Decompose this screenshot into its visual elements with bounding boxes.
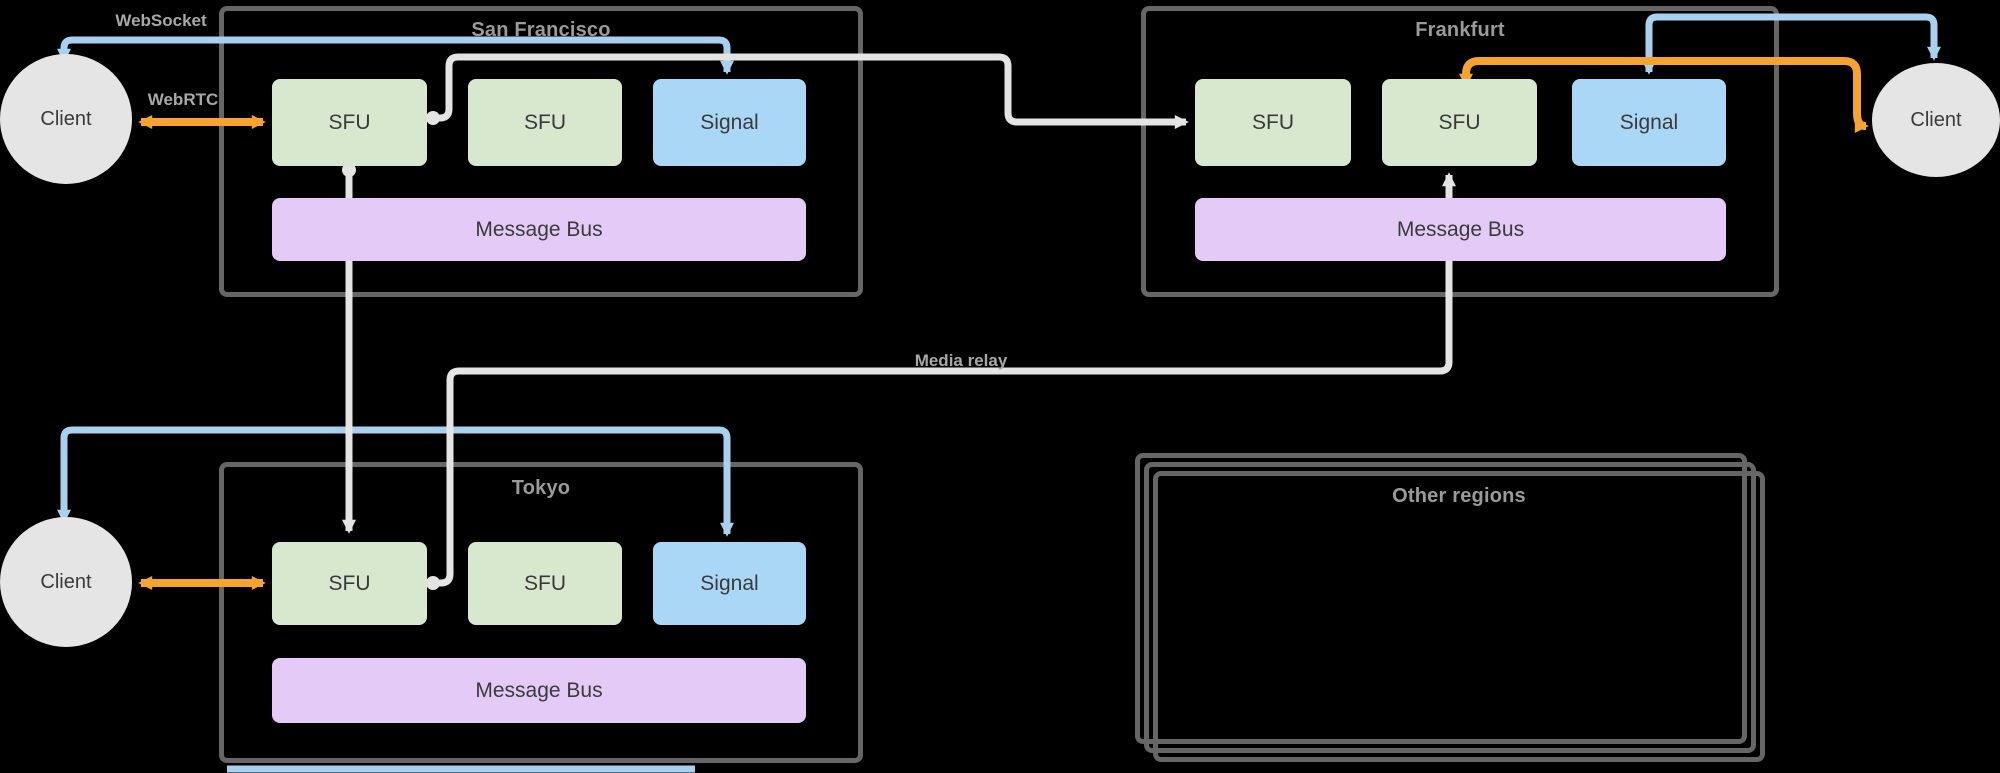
frankfurt-node-sfu-1: SFU: [1195, 79, 1351, 166]
tokyo-sfu-1-label: SFU: [328, 571, 371, 595]
tokyo-signal-label: Signal: [700, 571, 759, 595]
client-sf-label: Client: [40, 107, 92, 130]
sf-sfu-2-label: SFU: [524, 110, 566, 134]
region-title-frankfurt: Frankfurt: [1415, 19, 1505, 41]
tokyo-node-signal: Signal: [653, 542, 806, 625]
client-frankfurt: Client: [1872, 63, 2000, 177]
frankfurt-node-sfu-2: SFU: [1382, 79, 1537, 166]
client-tokyo: Client: [0, 517, 132, 647]
edge-relay-sf-sfu-to-frankfurt-sfu: [433, 53, 1189, 129]
frankfurt-node-message-bus: Message Bus: [1195, 198, 1726, 261]
edge-websocket-client-to-frankfurt-signal: [1642, 13, 1941, 75]
client-frankfurt-label: Client: [1910, 108, 1962, 131]
other-regions-stack-middle: [1144, 462, 1756, 753]
tokyo-node-sfu-1: SFU: [272, 542, 427, 625]
edge-label-webrtc: WebRTC: [147, 90, 219, 109]
other-regions-stack-back: [1135, 453, 1747, 744]
frankfurt-sfu-1-label: SFU: [1252, 110, 1294, 134]
tokyo-node-sfu-2: SFU: [468, 542, 622, 625]
client-san-francisco: Client: [0, 54, 132, 184]
sf-node-sfu-1: SFU: [272, 79, 427, 166]
tokyo-node-message-bus: Message Bus: [272, 658, 806, 723]
region-san-francisco: San Francisco: [219, 6, 863, 297]
other-regions-stack-front: Other regions: [1153, 471, 1765, 762]
sf-node-signal: Signal: [653, 79, 806, 166]
region-title-tokyo: Tokyo: [511, 477, 571, 499]
sf-message-bus-label: Message Bus: [475, 217, 603, 241]
edge-webrtc-client-to-frankfurt-sfu: [1459, 57, 1869, 133]
region-frankfurt: Frankfurt: [1141, 6, 1779, 297]
region-title-other-regions: Other regions: [1392, 485, 1526, 507]
edge-label-websocket: WebSocket: [115, 11, 207, 30]
sf-node-message-bus: Message Bus: [272, 198, 806, 261]
sf-node-sfu-2: SFU: [468, 79, 622, 166]
client-tokyo-label: Client: [40, 570, 92, 593]
frankfurt-signal-label: Signal: [1619, 110, 1679, 134]
tokyo-sfu-2-label: SFU: [524, 571, 566, 595]
frankfurt-sfu-2-label: SFU: [1438, 110, 1481, 134]
relay-origin-dot-sf: [426, 111, 440, 125]
edge-websocket-client-to-tokyo-signal: [57, 426, 734, 537]
tokyo-message-bus-label: Message Bus: [475, 678, 603, 702]
frankfurt-node-signal: Signal: [1572, 79, 1726, 166]
edge-websocket-client-to-sf-signal: [57, 36, 734, 75]
frankfurt-message-bus-label: Message Bus: [1396, 217, 1525, 241]
region-title-san-francisco: San Francisco: [471, 19, 611, 41]
edge-label-media-relay: Media relay: [914, 351, 1008, 370]
edge-relay-tokyo-sfu-to-frankfurt-sfu: [433, 172, 1456, 587]
sf-signal-label: Signal: [700, 110, 759, 134]
region-tokyo: Tokyo: [219, 462, 863, 763]
relay-origin-dot-tokyo: [426, 576, 440, 590]
relay-origin-dot-sf-bottom: [342, 163, 356, 177]
sf-sfu-1-label: SFU: [328, 110, 371, 134]
